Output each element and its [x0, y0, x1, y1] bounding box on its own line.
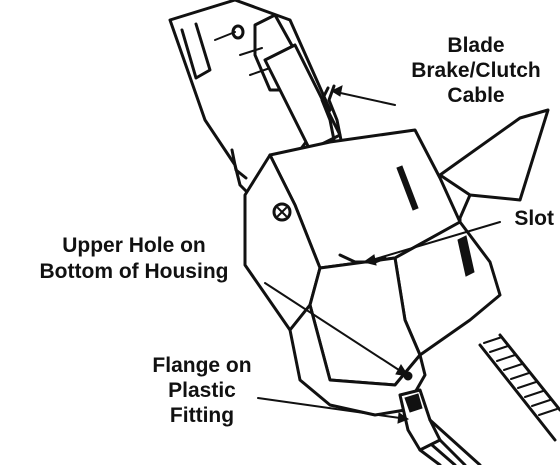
label-flange-line1: Flange on: [152, 354, 251, 377]
label-cable-line3: Cable: [447, 84, 504, 107]
label-flange-line3: Fitting: [170, 404, 234, 427]
label-hole-line2: Bottom of Housing: [40, 260, 229, 283]
coiled-conduit: [478, 333, 560, 442]
leader-arrows: [257, 85, 501, 424]
cable-housing: [243, 128, 502, 417]
plastic-fitting: [398, 388, 482, 465]
label-slot: Slot: [514, 207, 554, 230]
label-hole-line1: Upper Hole on: [62, 234, 206, 257]
label-flange-line2: Plastic: [168, 379, 236, 402]
label-cable-line1: Blade: [447, 34, 504, 57]
label-cable-line2: Brake/Clutch: [411, 59, 541, 82]
